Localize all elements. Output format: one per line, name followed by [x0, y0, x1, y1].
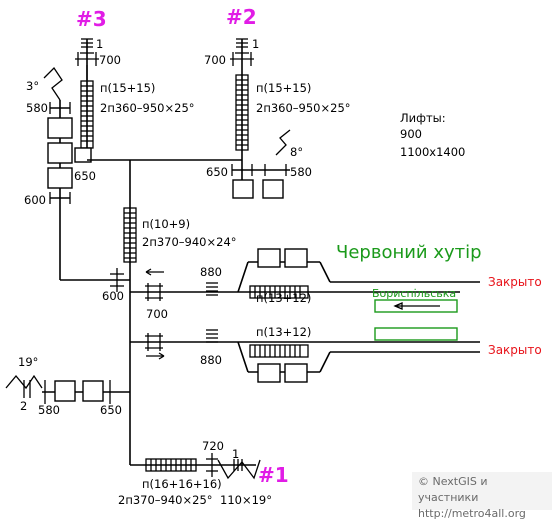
left-lift-box-1 [54, 380, 76, 402]
platform-top-lift-1 [257, 248, 281, 268]
lifts-size: 900 [400, 127, 422, 141]
e3-door-1: 580 [26, 101, 48, 115]
exit-3-lift-box-3 [47, 167, 73, 189]
left-lift-box-2 [82, 380, 104, 402]
platform-top-lift-2 [284, 248, 308, 268]
gap-top-icon [206, 282, 218, 296]
exit-3-ramp-icon [43, 66, 63, 101]
exit-3-label: #3 [76, 7, 107, 31]
plat-stair-bottom: п(13+12) [256, 325, 311, 339]
exit-2-lift-box-2 [262, 179, 284, 199]
e1-door: 720 [202, 439, 224, 453]
lifts-title: Лифты: [400, 111, 446, 125]
gap-top-label: 880 [200, 265, 222, 279]
hall-door-label: 600 [102, 289, 124, 303]
e1-steps: 1 [232, 447, 239, 461]
e3-width: 700 [99, 53, 121, 67]
e3-steps: 1 [96, 37, 103, 51]
closed-bottom: Закрыто [488, 343, 542, 357]
e3-stair-2: 2п360–950×25° [100, 101, 195, 115]
e2-stair-1: п(15+15) [256, 81, 311, 95]
left-door-2: 650 [100, 403, 122, 417]
platform-top-stairs-icon [249, 285, 309, 299]
e2-width: 700 [204, 53, 226, 67]
exit-3-branch [43, 38, 242, 280]
platform-bottom-lift-1 [257, 363, 281, 383]
exit-3-lift-box-4 [74, 147, 92, 163]
mid-stair-2: 2п370–940×24° [142, 235, 237, 249]
credit-line-1: © NextGIS и участники [418, 475, 488, 504]
credit-link[interactable]: http://metro4all.org [418, 507, 526, 520]
lifts-dims: 1100x1400 [400, 145, 465, 159]
e1-stair-1: п(16+16+16) [142, 477, 222, 491]
gap-bottom-icon [206, 329, 218, 343]
e2-door-2: 580 [290, 165, 312, 179]
platform-bottom-stairs-icon [249, 344, 309, 358]
e1-ramp: 110×19° [220, 493, 272, 507]
closed-top: Закрыто [488, 275, 542, 289]
exit-1-label: #1 [258, 463, 289, 487]
exit-2-label: #2 [226, 5, 257, 29]
e2-stair-2: 2п360–950×25° [256, 101, 351, 115]
exit-1-stairs-icon [145, 458, 197, 472]
e3-door-3: 600 [24, 193, 46, 207]
turnstile-label: 700 [146, 307, 168, 321]
exit-2-lift-box-1 [232, 179, 254, 199]
exit-2-stairs-icon [235, 74, 249, 151]
e2-door-1: 650 [206, 165, 228, 179]
exit-3-lift-box-1 [47, 117, 73, 139]
left-ramp-label: 19° [18, 355, 38, 369]
exit-3-lift-box-2 [47, 142, 73, 164]
e2-steps: 1 [252, 37, 259, 51]
station-name: Червоний хутір [336, 242, 482, 263]
platform-area [237, 248, 480, 383]
mid-stair-1: п(10+9) [142, 217, 190, 231]
left-ramp-icon [5, 374, 43, 390]
middle-stairs-icon [123, 207, 137, 263]
credit-box: © NextGIS и участники http://metro4all.o… [412, 472, 552, 520]
exit-2-ramp-icon [275, 129, 291, 156]
exit-2-branch [230, 38, 291, 199]
e2-ramp: 8° [290, 145, 303, 159]
platform-bottom-lift-2 [284, 363, 308, 383]
exit-1-ramp-icon [217, 459, 261, 480]
left-steps-label: 2 [20, 399, 27, 413]
left-door-1: 580 [38, 403, 60, 417]
e3-door-2: 650 [74, 169, 96, 183]
central-corridor [5, 160, 261, 480]
e3-ramp: 3° [26, 79, 39, 93]
plat-stair-top: п(13+12) [256, 291, 311, 305]
gap-bottom-label: 880 [200, 353, 222, 367]
track-bottom-marker [374, 327, 458, 341]
platform-name: Бориспільська [372, 287, 456, 300]
e1-stair-2: 2п370–940×25° [118, 493, 213, 507]
e3-stair-1: п(15+15) [100, 81, 155, 95]
